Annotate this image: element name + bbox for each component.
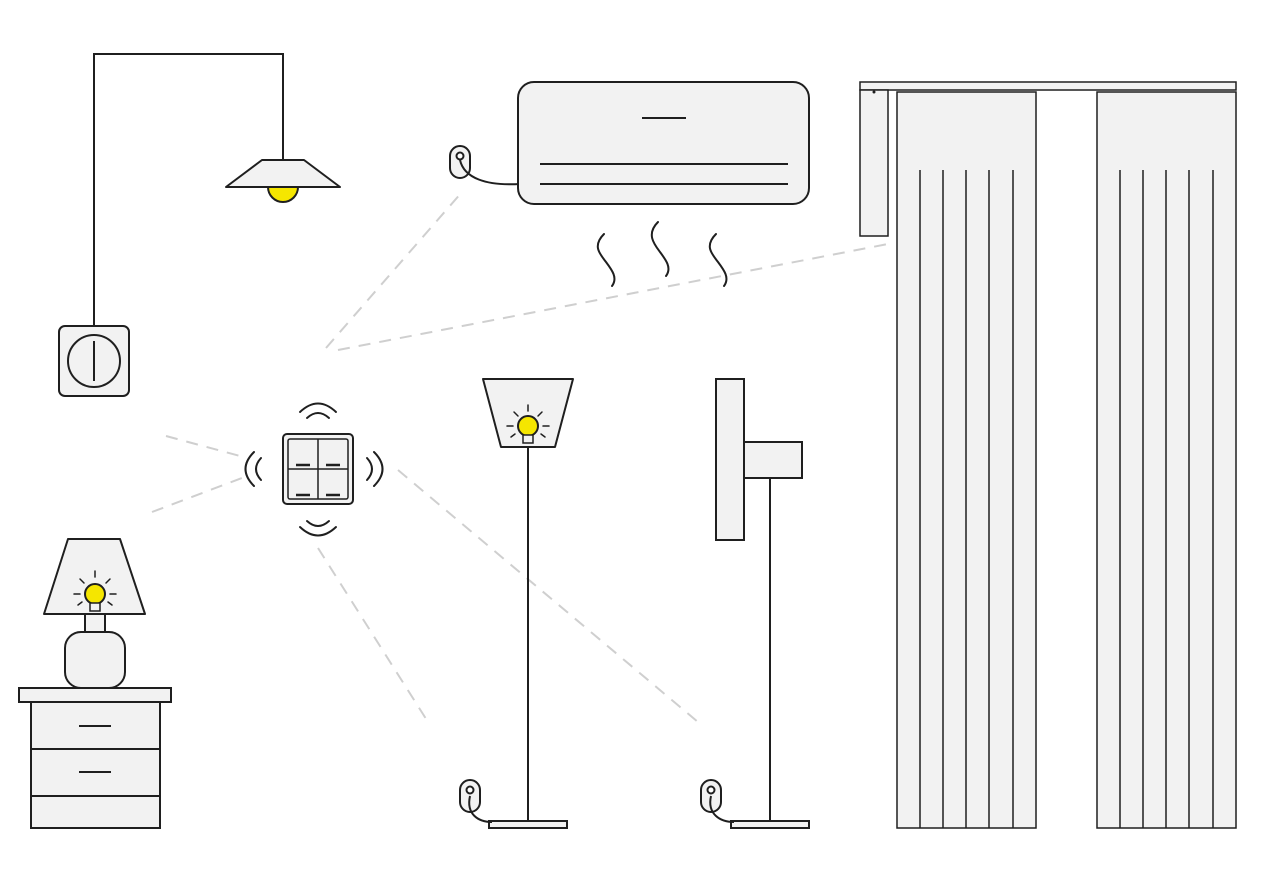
table-lamp-bulb <box>84 583 106 605</box>
curtain-rail <box>859 81 1237 91</box>
switch-key-marks <box>296 463 340 497</box>
nightstand <box>18 687 172 829</box>
fan-base <box>730 820 810 829</box>
signal-line-bottom <box>317 547 429 723</box>
wireless-switch-icon <box>244 402 384 537</box>
table-lamp-neck <box>84 613 106 633</box>
nightstand-top <box>18 687 172 703</box>
curtain-motor-light <box>872 90 876 94</box>
floor-lamp-bulb <box>517 415 539 437</box>
table-lamp-bulb-base <box>89 602 101 612</box>
curtain-folds-left <box>919 170 1014 828</box>
ac-cable <box>459 159 521 186</box>
standing-fan-icon <box>700 378 810 829</box>
fan-cable <box>709 795 735 823</box>
floor-lamp-shade <box>482 378 574 448</box>
signal-line-curtain <box>337 243 889 351</box>
airflow-waves <box>596 221 728 287</box>
bulb <box>266 186 300 203</box>
table-lamp-icon <box>43 538 146 689</box>
wall-switch-icon <box>58 325 130 397</box>
lamp-shade <box>225 159 341 188</box>
floor-lamp-cable <box>468 795 493 823</box>
ac-body <box>517 81 810 205</box>
air-conditioner-icon <box>449 81 810 287</box>
signal-line-left-bottom <box>151 477 243 513</box>
signal-lines <box>151 191 889 723</box>
floor-lamp-bulb-base <box>522 434 534 444</box>
floor-lamp-icon <box>459 378 574 829</box>
table-lamp-rays <box>73 570 117 606</box>
curtain-icon <box>859 81 1237 829</box>
signal-line-right <box>397 469 699 723</box>
fan-head <box>715 378 745 541</box>
wireless-signal-icon <box>244 402 384 537</box>
floor-lamp-rays <box>506 404 550 438</box>
lamp-wire <box>93 53 284 326</box>
table-lamp-base <box>64 631 126 689</box>
curtain-motor <box>859 89 889 237</box>
nightstand-body <box>30 701 161 829</box>
signal-line-ac <box>325 191 463 349</box>
floor-lamp-base <box>488 820 568 829</box>
signal-line-left-top <box>165 435 241 457</box>
pendant-lamp-icon <box>93 53 341 326</box>
fan-motor <box>743 441 803 479</box>
curtain-folds-right <box>1119 170 1214 828</box>
